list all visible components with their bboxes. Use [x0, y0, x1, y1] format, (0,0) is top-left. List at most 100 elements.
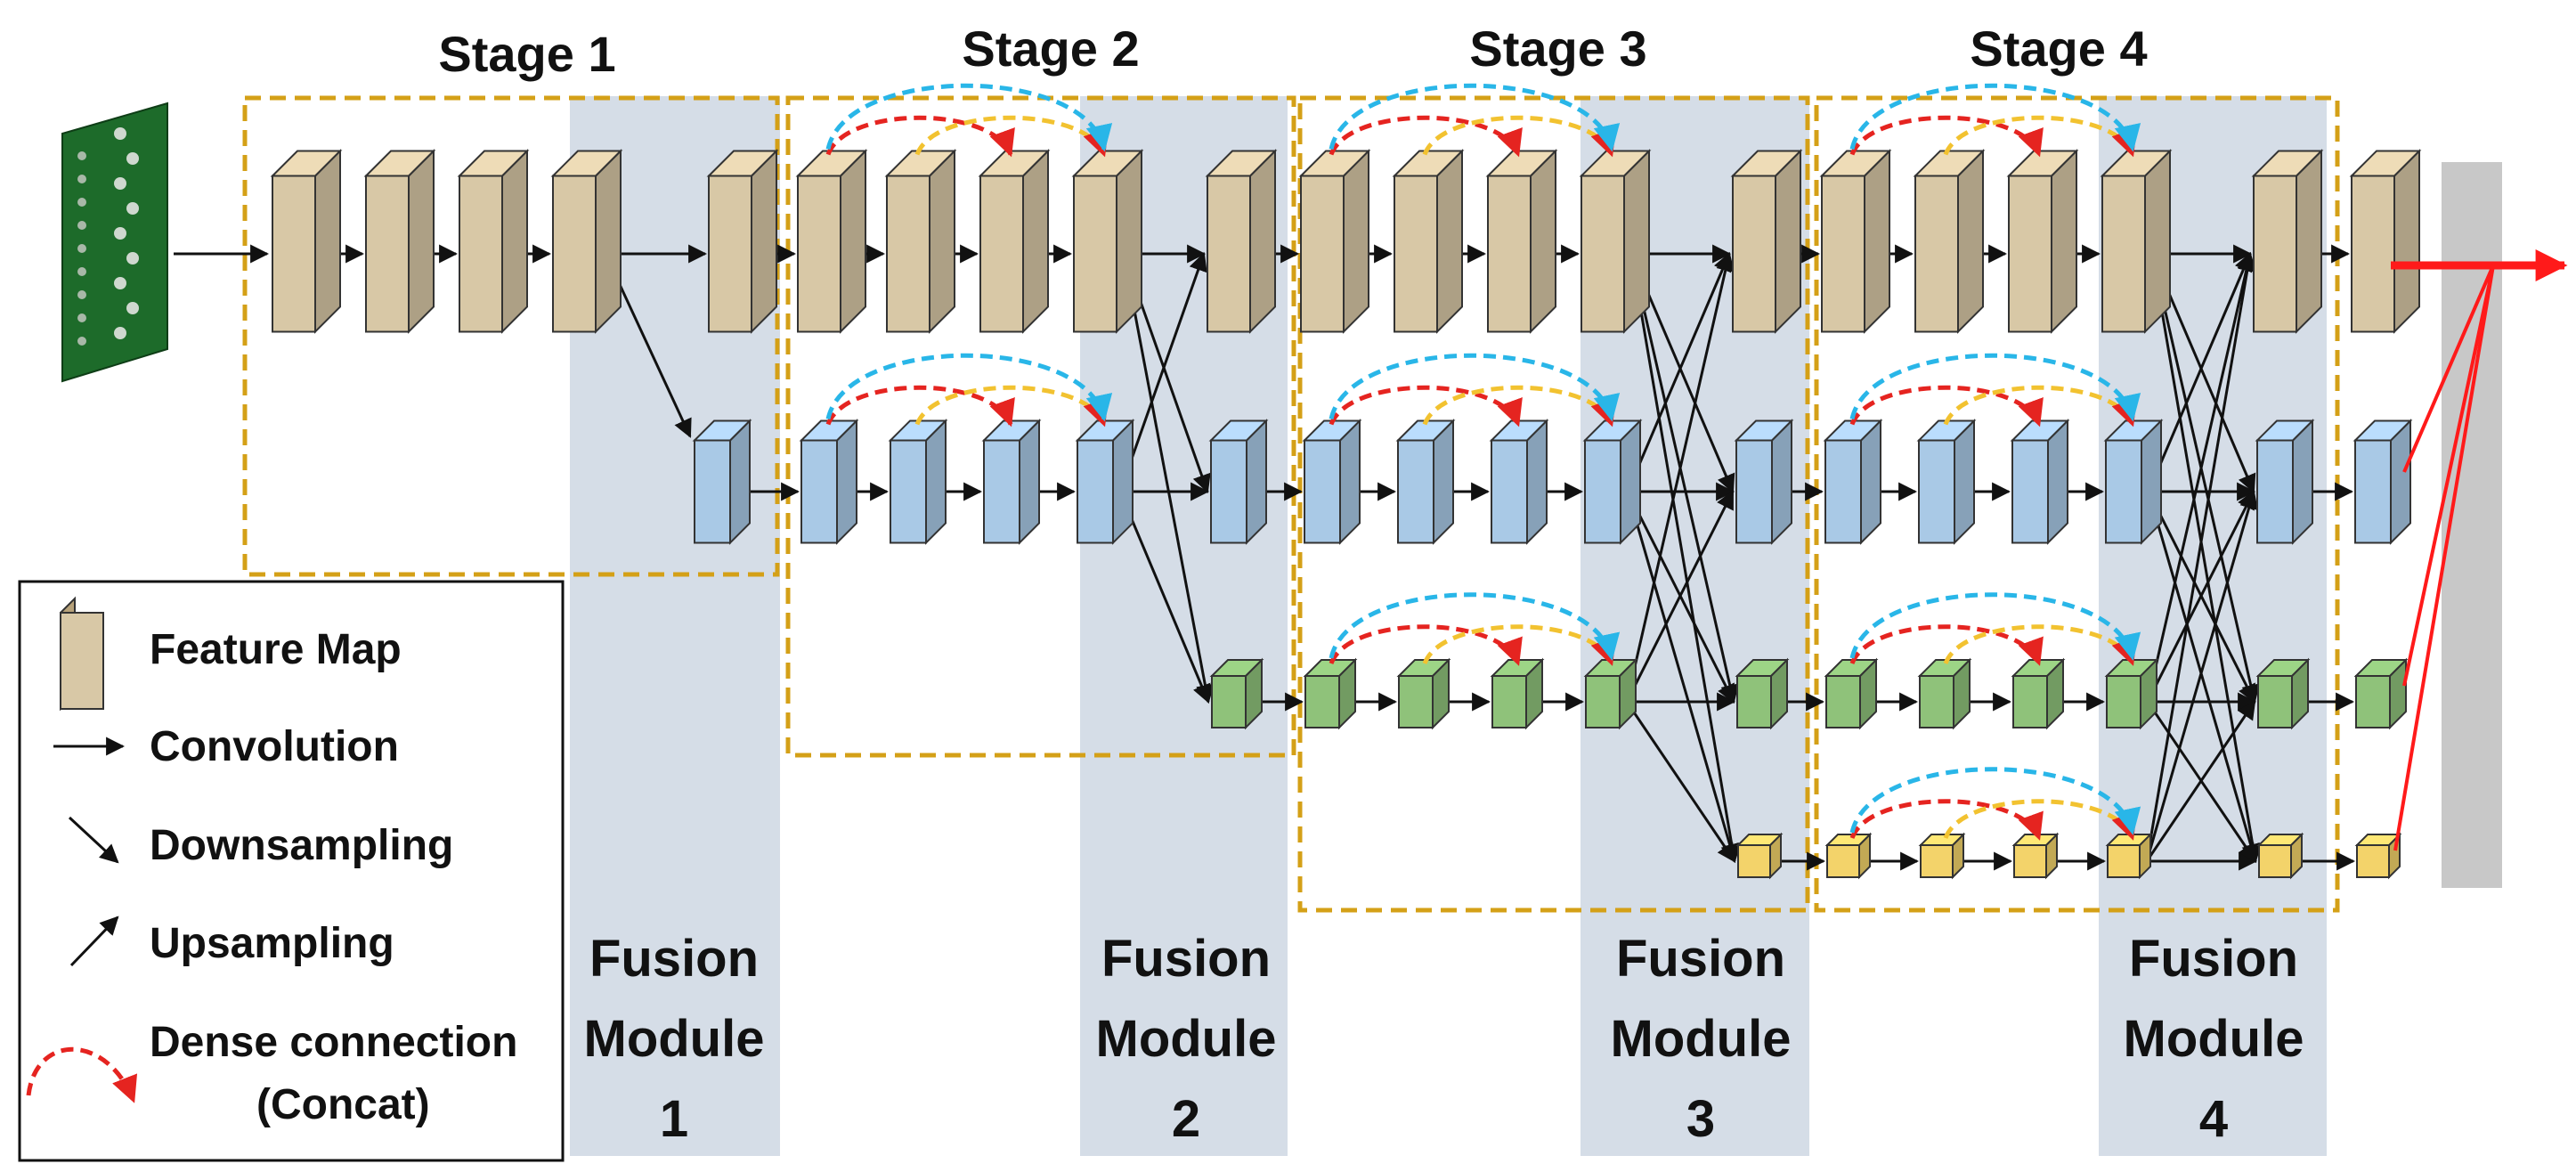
feature-map-r3-7 [2354, 832, 2402, 880]
feature-map-r0-6-side [840, 149, 866, 334]
feature-map-r3-1-face [1737, 844, 1771, 878]
feature-map-r1-10-face [1584, 439, 1621, 544]
dense-connection-yellow [1422, 115, 1616, 158]
feature-map-r1-16-face [2256, 439, 2294, 544]
feature-map-r1-2-side [836, 419, 857, 545]
feature-map-r1-6-side [1246, 419, 1267, 545]
fusion-2-line-3: 2 [1172, 1090, 1200, 1148]
input-image-dot [77, 313, 86, 322]
feature-map-r1-8 [1395, 419, 1456, 545]
feature-map-r1-15 [2103, 419, 2164, 545]
feature-map-r0-18 [2006, 149, 2079, 334]
dense-connection-yellow [1943, 799, 2137, 841]
dense-connection-yellow [1943, 624, 2137, 666]
feature-map-r1-1-side [729, 419, 751, 545]
feature-map-r0-20-face [2253, 175, 2297, 333]
dense-connection-red [1329, 115, 1523, 158]
input-image-dot [126, 302, 139, 314]
feature-map-r0-18-face [2008, 175, 2052, 333]
feature-map-r0-10-side [1249, 149, 1276, 334]
feature-map-r0-5-side [751, 149, 777, 334]
feature-map-r0-16-side [1864, 149, 1890, 334]
feature-map-r1-14-face [2011, 439, 2049, 544]
feature-map-r0-13-face [1487, 175, 1532, 333]
feature-map-r0-9-side [1116, 149, 1142, 334]
fusion-1-line-2: Module [584, 1010, 765, 1068]
feature-map-r1-12-face [1824, 439, 1862, 544]
input-image [61, 102, 168, 383]
input-image-dot [77, 244, 86, 253]
feature-map-r1-14-side [2047, 419, 2068, 545]
feature-map-r0-15 [1730, 149, 1803, 334]
feature-map-r1-7 [1302, 419, 1362, 545]
dense-connection-red [1849, 624, 2044, 666]
feature-map-r0-2-side [408, 149, 435, 334]
feature-map-r0-21-side [2393, 149, 2420, 334]
dense-connection-cyan [1329, 592, 1621, 661]
feature-map-r3-1 [1735, 832, 1784, 880]
feature-map-r1-13-side [1954, 419, 1975, 545]
input-image-dot [126, 202, 139, 215]
feature-map-r0-2-face [365, 175, 410, 333]
feature-map-r2-7 [1824, 657, 1879, 730]
feature-map-r1-6 [1208, 419, 1269, 545]
feature-map-r0-19-side [2144, 149, 2171, 334]
feature-map-r3-5-face [2107, 844, 2141, 878]
feature-map-r0-1-face [272, 175, 316, 333]
feature-map-r0-20 [2251, 149, 2324, 334]
feature-map-r2-10 [2104, 657, 2159, 730]
upsampling-arrow [2146, 490, 2255, 703]
feature-map-r2-5-face [1585, 675, 1621, 728]
downsampling-arrow [1625, 701, 1736, 863]
feature-map-r1-14 [2010, 419, 2070, 545]
feature-map-r1-5 [1075, 419, 1135, 545]
dense-connection-red [1329, 385, 1523, 427]
feature-map-r0-11-side [1343, 149, 1369, 334]
output-link [2402, 265, 2495, 687]
feature-map-r0-12 [1392, 149, 1465, 334]
label-layer: Stage 1 Stage 2 Stage 3 Stage 4 Fusion M… [438, 20, 2304, 1148]
output-link [2393, 265, 2495, 851]
downsampling-arrow [2150, 253, 2261, 704]
feature-map-r3-5 [2105, 832, 2153, 880]
feature-map-r2-12-face [2355, 675, 2391, 728]
feature-map-r3-3-face [1920, 844, 1954, 878]
input-image-dot [77, 175, 86, 183]
dense-connection-yellow [914, 115, 1109, 158]
dense-connection-cyan [1849, 83, 2141, 152]
feature-map-r2-9-face [2012, 675, 2048, 728]
legend-downsampling-label: Downsampling [150, 822, 453, 869]
feature-map-r0-20-side [2296, 149, 2322, 334]
feature-map-r2-5 [1583, 657, 1638, 730]
feature-map-r2-6 [1735, 657, 1790, 730]
legend-convolution-label: Convolution [150, 723, 399, 770]
feature-map-r0-4 [550, 149, 623, 334]
feature-map-r0-13 [1485, 149, 1558, 334]
feature-map-r1-15-face [2105, 439, 2142, 544]
feature-map-r2-11-face [2257, 675, 2293, 728]
feature-map-r1-12-side [1860, 419, 1881, 545]
feature-map-r0-9 [1071, 149, 1144, 334]
feature-map-r1-6-face [1210, 439, 1247, 544]
downsampling-arrow [1629, 253, 1742, 864]
feature-map-r1-4-face [983, 439, 1020, 544]
feature-map-r1-17 [2353, 419, 2413, 545]
input-image-dot [126, 152, 139, 165]
feature-map-icon [60, 596, 104, 712]
feature-map-r0-17-side [1957, 149, 1984, 334]
stage-3-box [1297, 95, 1810, 913]
feature-map-r3-2 [1824, 832, 1873, 880]
upsampling-arrow [1625, 251, 1735, 703]
dense-connection-yellow [914, 385, 1109, 427]
legend-dense-label-line-2: (Concat) [256, 1081, 430, 1128]
dense-connection-red [825, 385, 1015, 427]
upsampling-arrow [2145, 251, 2257, 862]
feature-map-r1-9 [1489, 419, 1549, 545]
feature-map-r0-3-side [501, 149, 528, 334]
feature-map-r0-16-face [1821, 175, 1865, 333]
upsampling-arrow [2145, 489, 2258, 862]
feature-map-r1-11-side [1771, 419, 1792, 545]
downsampling-arrow [1122, 253, 1215, 704]
feature-map-r0-12-face [1394, 175, 1438, 333]
